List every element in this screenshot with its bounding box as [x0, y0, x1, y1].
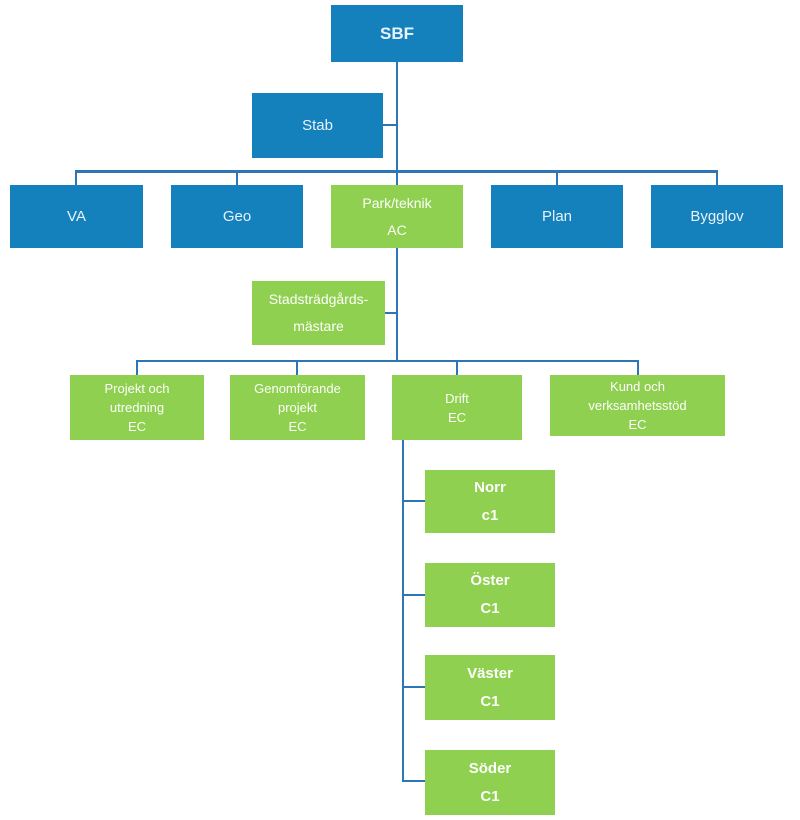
- node-label: SBF: [380, 23, 414, 43]
- node-label: Bygglov: [690, 207, 744, 225]
- node-label: Projekt och: [104, 381, 170, 396]
- org-node-plan: Plan: [491, 185, 623, 248]
- connector-drop-projekt: [136, 362, 138, 375]
- connector-level1-row: [75, 170, 718, 173]
- connector-stub-oster: [404, 594, 425, 596]
- connector-level2-row: [136, 360, 639, 362]
- connector-drop-kund: [637, 362, 639, 375]
- node-label: Plan: [541, 207, 573, 225]
- node-sublabel: AC: [387, 221, 407, 238]
- node-label: verksamhetsstöd: [588, 398, 687, 413]
- node-label: Väster: [467, 664, 513, 682]
- connector-drop-bygglov: [716, 173, 718, 185]
- node-label: VA: [67, 207, 86, 225]
- connector-drift-trunk: [402, 440, 404, 782]
- node-label: Genomförande: [254, 381, 341, 396]
- node-sublabel: C1: [480, 787, 500, 805]
- org-node-genomforande-projekt: Genomförande projekt EC: [230, 375, 365, 440]
- node-sublabel: C1: [480, 692, 500, 710]
- org-node-stadstradgardsmastare: Stadsträdgårds- mästare: [252, 281, 385, 345]
- connector-stub-soder: [404, 780, 425, 782]
- org-node-soder: Söder C1: [425, 750, 555, 815]
- org-node-bygglov: Bygglov: [651, 185, 783, 248]
- node-label: Stab: [302, 116, 333, 134]
- org-node-geo: Geo: [171, 185, 303, 248]
- org-node-sbf: SBF: [331, 5, 463, 62]
- connector-stub-norr: [404, 500, 425, 502]
- org-node-norr: Norr c1: [425, 470, 555, 533]
- connector-drop-geo: [236, 173, 238, 185]
- node-label: Söder: [468, 759, 512, 777]
- node-label: Drift: [445, 390, 469, 406]
- node-label: Öster: [470, 572, 510, 589]
- node-label: utredning: [109, 400, 165, 415]
- connector-drop-drift: [456, 362, 458, 375]
- org-node-park-teknik: Park/teknik AC: [331, 185, 463, 248]
- node-label: Norr: [474, 478, 506, 496]
- node-sublabel: EC: [127, 419, 147, 434]
- connector-drop-plan: [556, 173, 558, 185]
- node-sublabel: c1: [481, 506, 499, 524]
- node-label: Kund och: [610, 379, 665, 394]
- org-node-va: VA: [10, 185, 143, 248]
- connector-sbf-trunk: [396, 62, 398, 171]
- org-node-vaster: Väster C1: [425, 655, 555, 720]
- node-label: Stadsträdgårds-: [268, 291, 369, 307]
- node-sublabel: EC: [628, 417, 647, 432]
- org-node-projekt-och-utredning: Projekt och utredning EC: [70, 375, 204, 440]
- connector-park-trunk: [396, 248, 398, 361]
- node-label: Geo: [222, 207, 252, 225]
- connector-stab-stub: [383, 124, 396, 126]
- connector-drop-genomforande: [296, 362, 298, 375]
- node-sublabel: EC: [288, 419, 307, 434]
- org-node-drift: Drift EC: [392, 375, 522, 440]
- org-node-kund-och-verksamhetsstod: Kund och verksamhetsstöd EC: [550, 375, 725, 436]
- node-label: projekt: [277, 400, 318, 415]
- node-label: mästare: [293, 318, 344, 334]
- node-sublabel: EC: [447, 409, 467, 425]
- connector-stadstradgardsmastare-stub: [385, 312, 396, 314]
- node-sublabel: C1: [480, 600, 500, 617]
- connector-drop-park-teknik: [396, 173, 398, 185]
- org-node-stab: Stab: [252, 93, 383, 158]
- connector-drop-va: [75, 173, 77, 185]
- node-label: Park/teknik: [362, 194, 432, 211]
- connector-stub-vaster: [404, 686, 425, 688]
- org-node-oster: Öster C1: [425, 563, 555, 627]
